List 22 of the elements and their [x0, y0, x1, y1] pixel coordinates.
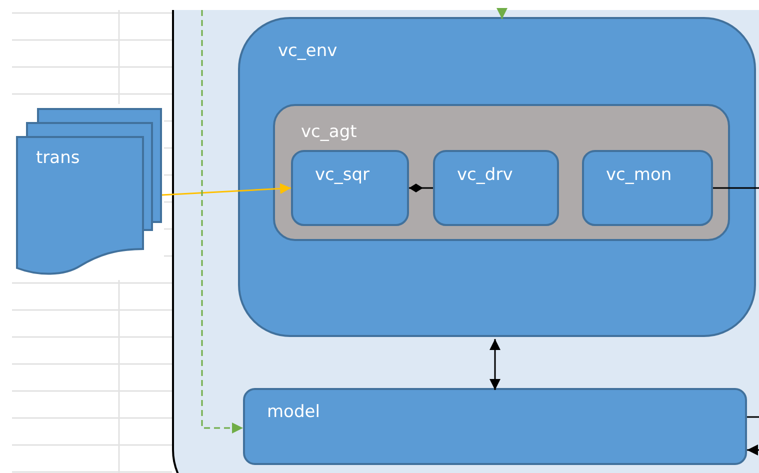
- container-panel: [172, 10, 759, 473]
- process-box: [291, 150, 409, 226]
- connector: [747, 444, 759, 456]
- node-label: vc_sqr: [315, 165, 370, 185]
- connector: [409, 184, 433, 192]
- node-label: trans: [36, 148, 80, 168]
- connector: [713, 187, 759, 189]
- process-box: [433, 150, 559, 226]
- connector: [162, 183, 292, 196]
- process-box: [243, 388, 747, 465]
- connector: [747, 416, 759, 418]
- connector: [496, 8, 508, 19]
- node-label: model: [267, 402, 320, 422]
- process-box: [582, 150, 713, 226]
- node-label: vc_env: [278, 41, 338, 61]
- connector: [490, 339, 500, 390]
- node-label: vc_mon: [606, 165, 672, 185]
- process-box: [238, 17, 756, 337]
- group-box: [273, 104, 730, 241]
- node-label: vc_agt: [301, 122, 357, 142]
- node-label: vc_drv: [457, 165, 513, 185]
- connector: [201, 10, 243, 434]
